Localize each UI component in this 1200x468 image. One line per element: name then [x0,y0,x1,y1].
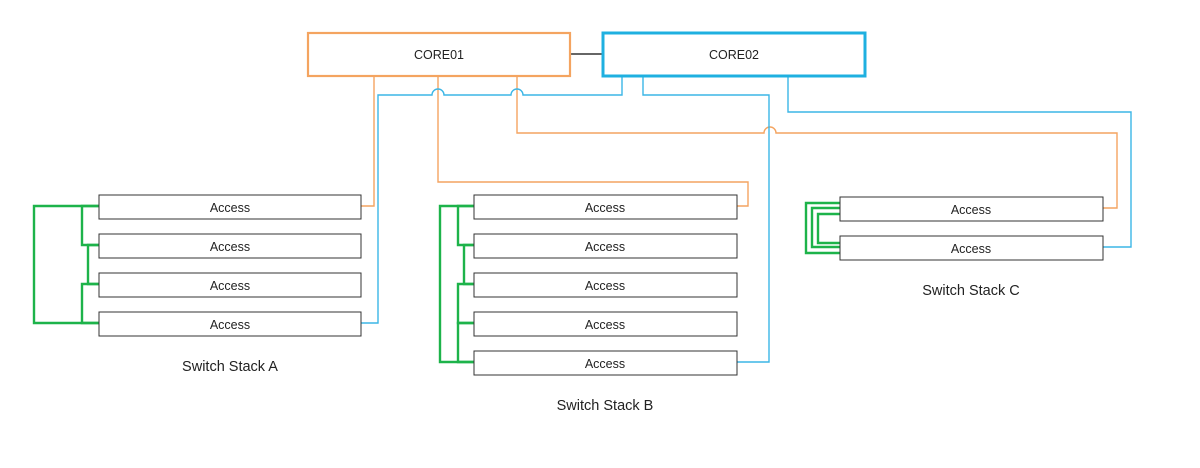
stack-b-cable-1-2 [456,204,474,247]
access-switch-label: Access [951,242,991,256]
access-switch[interactable]: Access [98,311,362,337]
access-switch-label: Access [951,203,991,217]
stack-b-cable-4-5 [456,321,474,364]
stack-a-cable-1-2 [80,204,99,247]
core02-uplinks [361,77,1132,363]
core02-box[interactable] [601,31,867,78]
stack-b-label: Switch Stack B [557,398,654,414]
access-switch-box[interactable] [473,350,738,376]
access-switch-label: Access [210,318,250,332]
access-switch[interactable]: Access [473,194,738,220]
access-switch-label: Access [585,279,625,293]
access-switch[interactable]: Access [98,194,362,220]
stack-a-cable-3-4 [80,282,99,325]
switch-stack-b: Access Access Access Access Access Switc… [473,194,738,414]
core01-uplinks [361,77,1118,209]
access-switch-box[interactable] [839,235,1104,261]
stack-c-cable-inner [816,212,840,245]
access-switch-box[interactable] [98,311,362,337]
access-switch-label: Access [585,201,625,215]
stack-a-cable-2-3 [86,243,99,286]
core01-box[interactable] [306,31,572,78]
uplink-core02-stack-a [361,77,623,324]
access-switch-box[interactable] [473,272,738,298]
stack-c-cable-outer [804,201,840,255]
access-switch-box[interactable] [473,233,738,259]
access-switch[interactable]: Access [98,233,362,259]
access-switch-label: Access [585,357,625,371]
stack-b-cable-2-3 [462,243,474,286]
access-switch[interactable]: Access [839,235,1104,261]
access-switch-box[interactable] [98,233,362,259]
stack-a-ring-cable [32,204,99,325]
stack-cabling [32,201,840,364]
switch-stack-a: Access Access Access Access Switch Stack… [98,194,362,375]
switch-stack-c: Access Access Switch Stack C [839,196,1104,299]
access-switch-box[interactable] [98,194,362,220]
access-switch-label: Access [210,201,250,215]
access-switch-box[interactable] [473,311,738,337]
access-switch[interactable]: Access [473,233,738,259]
core02-switch[interactable]: CORE02 [601,31,867,78]
access-switch-label: Access [585,240,625,254]
access-switch-label: Access [585,318,625,332]
uplink-core01-stack-a [361,77,375,207]
core01-label: CORE01 [414,48,464,62]
uplink-core01-stack-b [437,77,749,207]
uplink-core02-stack-b [642,77,770,363]
stack-c-label: Switch Stack C [922,283,1020,299]
access-switch[interactable]: Access [473,350,738,376]
access-switch-box[interactable] [98,272,362,298]
uplink-core01-stack-c [516,77,1118,209]
uplink-core02-stack-c [787,77,1132,248]
access-switch-box[interactable] [839,196,1104,222]
access-switch-box[interactable] [473,194,738,220]
access-switch-label: Access [210,240,250,254]
stack-c-cable-middle [810,206,840,249]
stack-a-label: Switch Stack A [182,359,278,375]
access-switch-label: Access [210,279,250,293]
access-switch[interactable]: Access [839,196,1104,222]
core01-switch[interactable]: CORE01 [306,31,572,78]
access-switch[interactable]: Access [473,311,738,337]
access-switch[interactable]: Access [98,272,362,298]
core02-label: CORE02 [709,48,759,62]
stack-b-cable-3-4 [456,282,474,325]
access-switch[interactable]: Access [473,272,738,298]
